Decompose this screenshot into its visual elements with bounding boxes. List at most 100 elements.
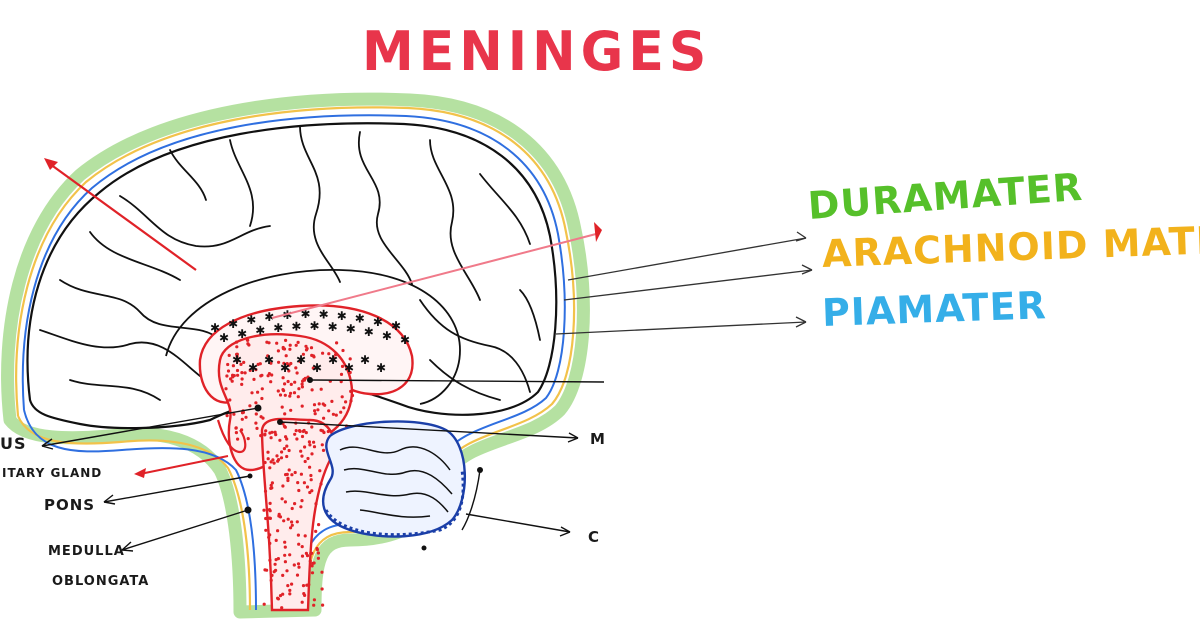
stipple-dot [278, 594, 283, 598]
stipple-dot [232, 412, 236, 416]
stipple-dot [281, 347, 285, 351]
stipple-dot [283, 412, 287, 416]
stipple-dot [342, 406, 346, 410]
stipple-dot [303, 593, 307, 598]
stipple-dot [312, 445, 317, 449]
stipple-dot [270, 481, 274, 485]
stipple-dot [281, 376, 285, 380]
stipple-dot [321, 402, 325, 406]
stipple-dot [297, 542, 301, 546]
stipple-dot [317, 402, 321, 406]
stipple-dot [297, 387, 301, 391]
stipple-dot [290, 582, 294, 586]
stipple-dot [349, 399, 353, 403]
stipple-dot [236, 373, 240, 377]
stipple-dot [255, 426, 259, 430]
stipple-dot [268, 533, 272, 537]
stipple-dot [286, 478, 290, 483]
stipple-dot [308, 559, 312, 563]
stipple-dot [246, 342, 250, 346]
star-mark: ✱ [264, 310, 274, 324]
star-mark: ✱ [319, 307, 329, 321]
stipple-dot [295, 371, 299, 375]
stipple-dot [309, 346, 314, 350]
star-mark: ✱ [291, 319, 301, 333]
stipple-dot [313, 409, 317, 413]
cerebrum-outline [26, 122, 558, 430]
stipple-dot [268, 466, 272, 470]
stipple-dot [256, 362, 260, 366]
stipple-dot [295, 573, 300, 577]
stipple-dot [305, 485, 310, 489]
stipple-dot [304, 348, 309, 352]
stipple-dot [262, 602, 266, 606]
stipple-dot [341, 348, 345, 353]
stipple-dot [282, 519, 286, 523]
stipple-dot [281, 484, 285, 488]
stipple-dot [254, 412, 258, 416]
stipple-dot [288, 588, 292, 593]
stipple-dot [267, 508, 272, 512]
star-mark: ✱ [296, 353, 306, 367]
stipple-dot [225, 414, 229, 418]
star-mark: ✱ [228, 317, 238, 331]
stipple-dot [310, 551, 314, 555]
stipple-dot [300, 434, 305, 439]
star-mark: ✱ [246, 313, 256, 327]
stipple-dot [299, 472, 303, 476]
stippling-dots [224, 338, 355, 610]
stipple-dot [235, 340, 239, 344]
stipple-dot [254, 421, 258, 425]
label-c: C [588, 528, 601, 546]
stipple-dot [297, 429, 302, 433]
stipple-dot [310, 452, 314, 456]
stipple-dot [285, 569, 289, 573]
stipple-dot [303, 534, 307, 538]
stipple-dot [270, 486, 274, 490]
stipple-dot [310, 564, 314, 568]
stipple-dot [269, 483, 273, 487]
star-mark: ✱ [232, 353, 242, 367]
label-oblongata: OBLONGATA [52, 574, 150, 589]
stipple-dot [286, 584, 290, 588]
star-mark: ✱ [337, 309, 347, 323]
stipple-dot [287, 369, 291, 373]
stipple-dot [289, 408, 293, 412]
stipple-dot [298, 359, 302, 364]
stipple-dot [262, 508, 266, 512]
stipple-dot [267, 535, 271, 539]
star-mark: ✱ [328, 320, 338, 334]
stipple-dot [288, 592, 292, 596]
stipple-dot [309, 473, 313, 478]
stipple-dot [330, 399, 334, 403]
stipple-dot [269, 436, 273, 440]
stipple-dot [263, 432, 267, 436]
stipple-dot [290, 473, 294, 477]
stipple-dot [297, 488, 301, 493]
star-mark: ✱ [248, 361, 258, 375]
stipple-dot [310, 425, 314, 429]
stipple-dot [321, 429, 325, 433]
star-mark: ✱ [344, 361, 354, 375]
stipple-dot [226, 369, 231, 373]
stipple-dot [276, 557, 280, 561]
stipple-dot [266, 450, 270, 454]
duramater-layer [1, 92, 590, 619]
stipple-dot [294, 429, 298, 433]
stipple-dot [280, 606, 284, 610]
stipple-dot [339, 410, 343, 414]
stipple-dot [276, 596, 280, 600]
star-mark: ✱ [273, 321, 283, 335]
stipple-dot [326, 429, 330, 434]
stipple-dot [269, 380, 273, 384]
stipple-dot [349, 389, 353, 393]
stipple-dot [303, 459, 307, 464]
stipple-dot [320, 587, 324, 591]
stipple-dot [268, 516, 272, 520]
stipple-dot [316, 551, 320, 555]
stipple-dot [266, 354, 270, 358]
stipple-dot [289, 391, 293, 395]
stipple-dot [290, 523, 294, 527]
stipple-dot [334, 413, 338, 417]
